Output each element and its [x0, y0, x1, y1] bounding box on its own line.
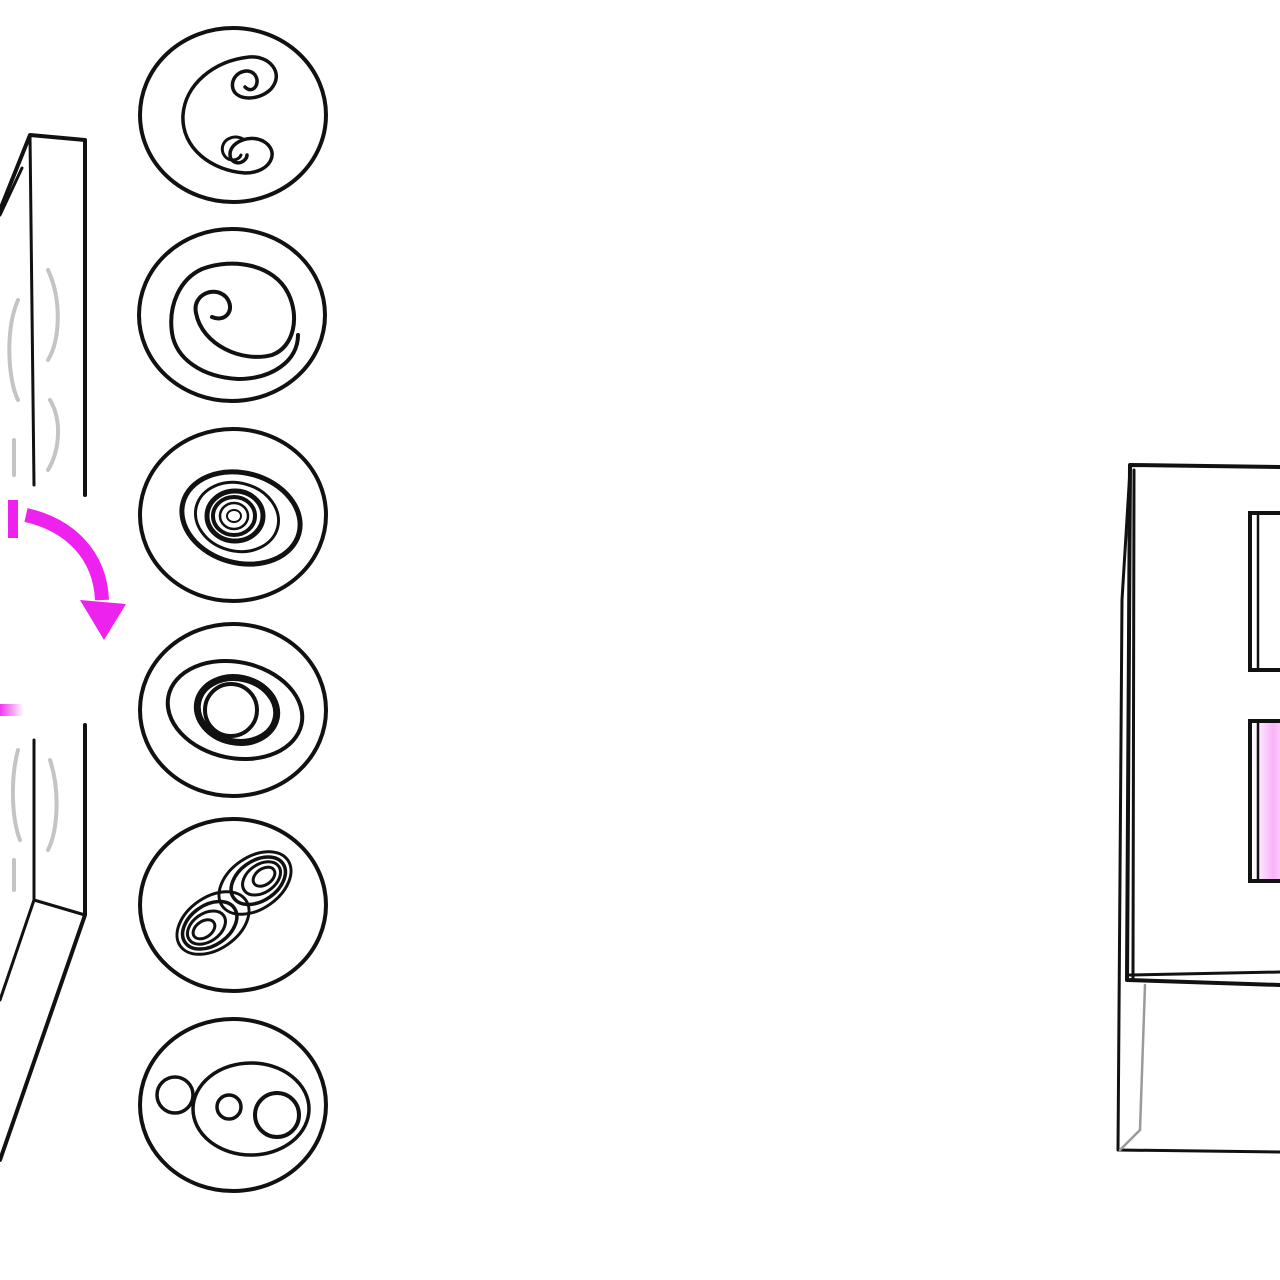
glass-panel-left — [0, 133, 87, 1162]
multi-ring-pattern-icon — [138, 1017, 328, 1193]
spiral-pattern-icon — [138, 26, 328, 204]
thick-ring-ellipse-pattern-icon — [138, 622, 328, 798]
concentric-ellipse-pattern-icon — [138, 427, 328, 603]
curved-arrow-icon — [24, 508, 126, 640]
loop-ring-pattern-icon — [137, 227, 327, 403]
double-lobe-pattern-icon — [138, 817, 328, 993]
detector-box-right — [1116, 463, 1280, 1154]
pink-light-beam — [0, 500, 24, 716]
